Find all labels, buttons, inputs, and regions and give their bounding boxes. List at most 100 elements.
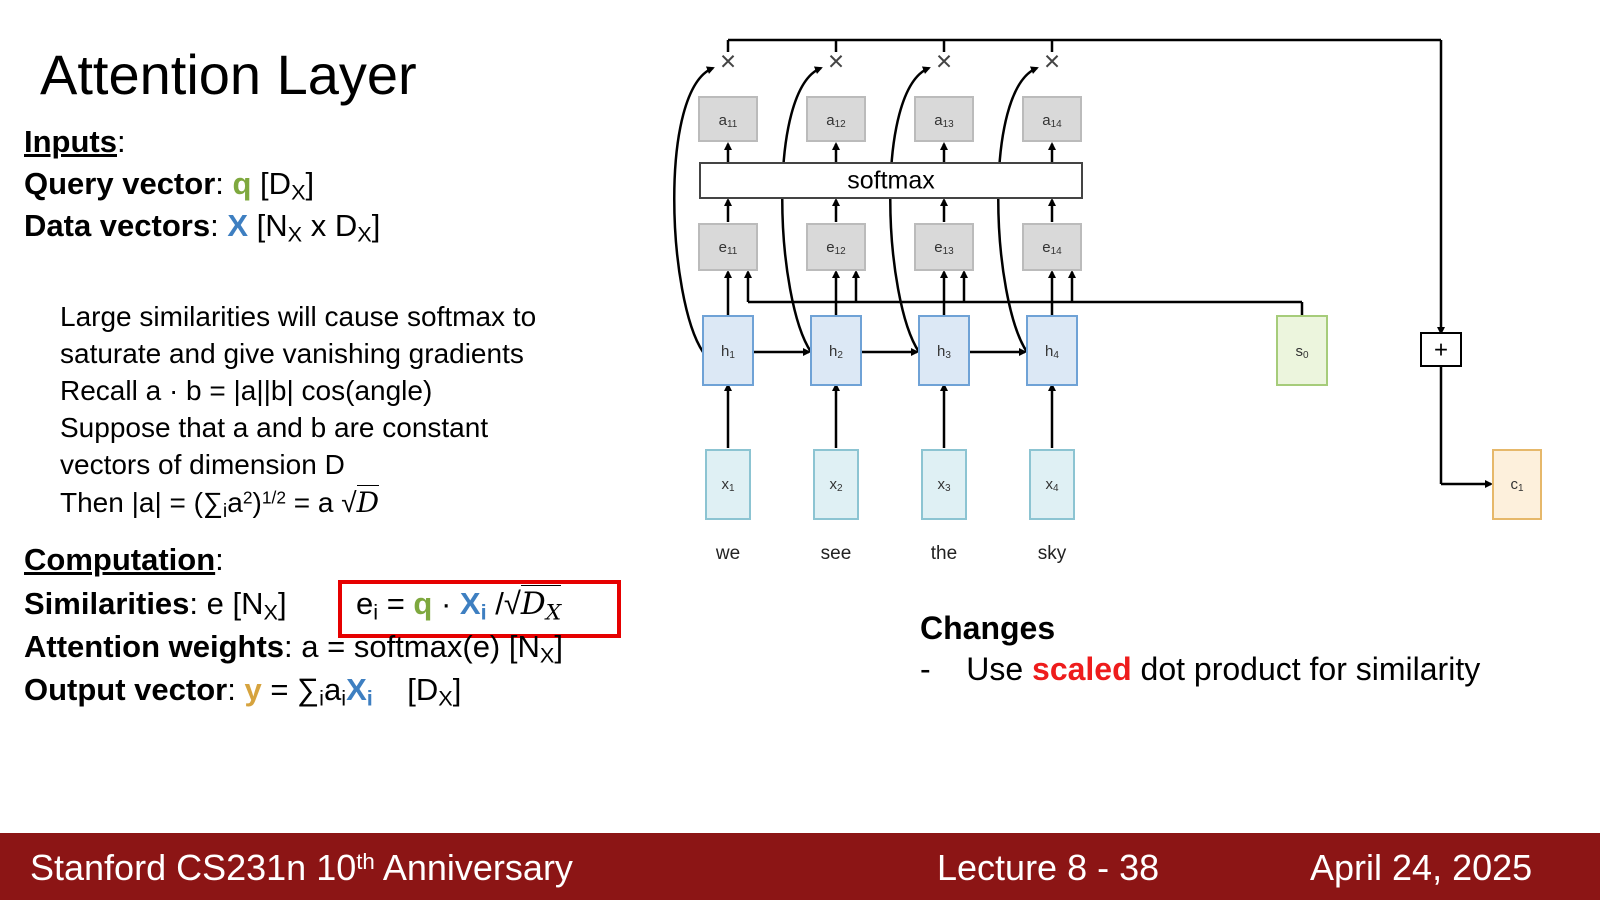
- x-box-1: [705, 449, 751, 520]
- note6-sub: i: [222, 499, 228, 522]
- formula-sqrt-sub: X: [545, 600, 562, 626]
- changes-bullet: -: [920, 651, 931, 687]
- x-label-3: x3: [937, 476, 951, 494]
- query-symbol: q: [232, 166, 252, 201]
- query-dim: D: [268, 166, 292, 201]
- h-box-4: [1026, 315, 1078, 386]
- inputs-heading: Inputs: [24, 124, 117, 159]
- note-line-6: Then |a| = (∑ia2)1/2 = a √D: [60, 484, 380, 522]
- note-line-5: vectors of dimension D: [60, 449, 345, 480]
- formula-sqrt-symbol: √: [503, 586, 521, 621]
- output-label: Output vector: [24, 672, 228, 707]
- e-box-2: [806, 223, 866, 271]
- output-vector-line: Output vector: y = ∑iaiXi [DX]: [24, 672, 462, 711]
- similarities-label: Similarities: [24, 586, 190, 621]
- softmax-label: softmax: [847, 167, 935, 195]
- h-label-3: h3: [937, 343, 951, 361]
- similarities-rest: : e [N: [189, 586, 264, 621]
- query-dim-sub: X: [291, 179, 306, 205]
- output-sub-i: i: [319, 685, 324, 711]
- data-label: Data vectors: [24, 208, 211, 243]
- data-dim-n: N: [265, 208, 288, 243]
- s0-label: s0: [1295, 343, 1309, 361]
- sqrt-symbol: √: [341, 487, 357, 518]
- formula-sqrt-arg: D: [520, 586, 546, 622]
- formula-div: /: [486, 586, 504, 621]
- changes-emph: scaled: [1032, 651, 1132, 687]
- e-box-1: [698, 223, 758, 271]
- h-label-1: h1: [721, 343, 735, 361]
- footer-course-sup: th: [356, 848, 375, 874]
- data-vectors-line: Data vectors: X [NX x DX]: [24, 208, 381, 247]
- note6-close: ): [252, 487, 262, 518]
- output-dim-sub: X: [438, 685, 453, 711]
- note-line-1: Large similarities will cause softmax to: [60, 301, 537, 332]
- c1-box: [1492, 449, 1542, 520]
- e-box-3: [914, 223, 974, 271]
- output-X-sub: i: [366, 685, 373, 711]
- inputs-heading-line: Inputs:: [24, 124, 126, 159]
- softmax-box: [699, 162, 1083, 199]
- footer-bar: [0, 833, 1600, 900]
- x-label-4: x4: [1045, 476, 1059, 494]
- formula-e-sub: i: [373, 599, 379, 625]
- computation-heading-line: Computation:: [24, 542, 224, 577]
- a-label-4: a14: [1042, 112, 1062, 130]
- weights-sub: X: [539, 642, 555, 668]
- multiply-symbol-4: ×: [1044, 45, 1060, 76]
- note6-mid: a: [227, 487, 243, 518]
- formula-dot: ·: [432, 586, 460, 621]
- footer-lecture: Lecture 8 - 38: [937, 847, 1160, 888]
- x-box-3: [921, 449, 967, 520]
- h-label-4: h4: [1045, 343, 1059, 361]
- note6-post: = a: [285, 487, 342, 518]
- similarity-formula: ei = q · Xi /√DX: [356, 584, 562, 626]
- multiply-symbol-2: ×: [828, 45, 844, 76]
- note6-sup-half: 1/2: [261, 487, 286, 508]
- changes-post: dot product for similarity: [1131, 651, 1481, 687]
- data-dim-x: x D: [310, 208, 358, 243]
- changes-pre: Use: [966, 651, 1033, 687]
- word-3: the: [931, 543, 957, 564]
- slide-title: Attention Layer: [40, 43, 417, 106]
- x-label-1: x1: [721, 476, 735, 494]
- note6-sqrt-arg: D: [356, 485, 380, 519]
- h-box-2: [810, 315, 862, 386]
- plus-box: [1420, 332, 1462, 367]
- footer-course-post: Anniversary: [374, 847, 573, 888]
- a-label-1: a11: [719, 112, 738, 130]
- formula-q: q: [413, 586, 433, 621]
- data-dim-x-sub: X: [357, 221, 372, 247]
- a-box-1: [698, 96, 758, 142]
- data-symbol: X: [227, 208, 249, 243]
- similarities-sub: X: [263, 599, 278, 625]
- a-box-4: [1022, 96, 1082, 142]
- attention-weights-line: Attention weights: a = softmax(e) [NX]: [24, 629, 563, 668]
- output-a-sub: i: [341, 685, 347, 711]
- similarities-line: Similarities: e [NX]: [24, 586, 287, 625]
- plus-symbol: +: [1434, 336, 1448, 363]
- note6-pre: Then |a| = (∑: [60, 487, 223, 518]
- query-label: Query vector: [24, 166, 216, 201]
- changes-item: - Use scaled dot product for similarity: [920, 648, 1480, 690]
- h-box-3: [918, 315, 970, 386]
- footer-course: Stanford CS231n 10th Anniversary: [30, 845, 573, 891]
- note-line-4: Suppose that a and b are constant: [60, 412, 489, 443]
- query-vector-line: Query vector: q [DX]: [24, 166, 315, 205]
- s0-box: [1276, 315, 1328, 386]
- word-2: see: [821, 543, 852, 564]
- word-1: we: [715, 543, 740, 564]
- output-X: X: [346, 672, 367, 707]
- e-label-3: e13: [934, 239, 954, 257]
- weights-rest: : a = softmax(e) [N: [284, 629, 540, 664]
- multiply-symbol-1: ×: [720, 45, 736, 76]
- e-box-4: [1022, 223, 1082, 271]
- e-label-2: e12: [826, 239, 846, 257]
- output-eq: = ∑: [261, 672, 320, 707]
- h-skip-curve: [673, 66, 715, 353]
- e-label-1: e11: [719, 239, 738, 257]
- note6-sup2: 2: [242, 487, 253, 508]
- footer-date: April 24, 2025: [1310, 847, 1533, 888]
- a-box-2: [806, 96, 866, 142]
